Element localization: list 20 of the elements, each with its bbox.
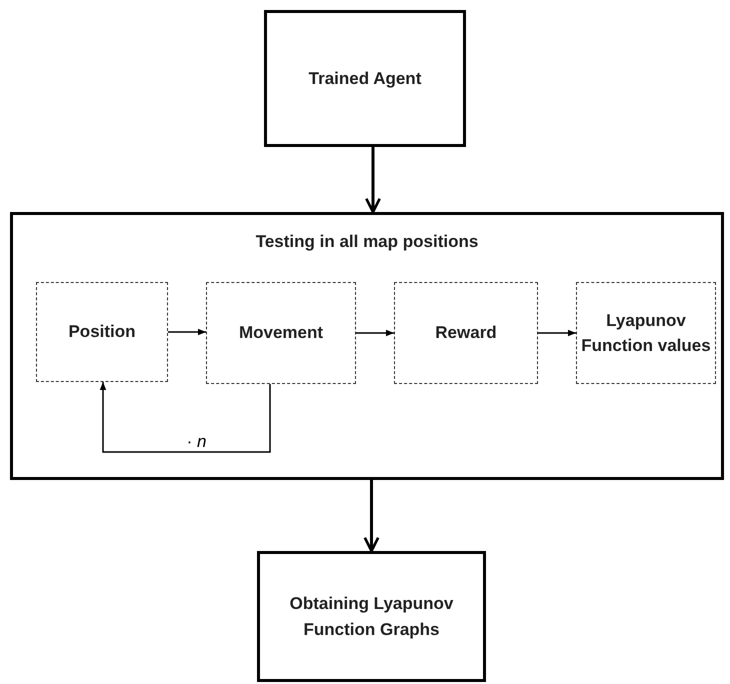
group-title: Testing in all map positions (256, 231, 478, 253)
box-label: Lyapunov Function values (580, 310, 712, 357)
arrow (364, 480, 380, 552)
step-box (394, 282, 538, 384)
arrow (538, 330, 576, 336)
group-box (10, 212, 724, 480)
box-label: Reward (435, 322, 497, 344)
process-box (257, 551, 486, 682)
arrow (356, 330, 394, 336)
box-label: Obtaining Lyapunov Function Graphs (288, 593, 454, 640)
step-box (206, 282, 356, 384)
arrow (100, 382, 271, 453)
step-box (36, 282, 168, 382)
box-label: Movement (238, 322, 324, 344)
step-box (576, 282, 716, 384)
box-label: Trained Agent (308, 68, 422, 90)
process-box (264, 10, 466, 147)
arrow (365, 147, 381, 214)
box-label: Position (68, 321, 136, 344)
arrow (168, 328, 206, 336)
